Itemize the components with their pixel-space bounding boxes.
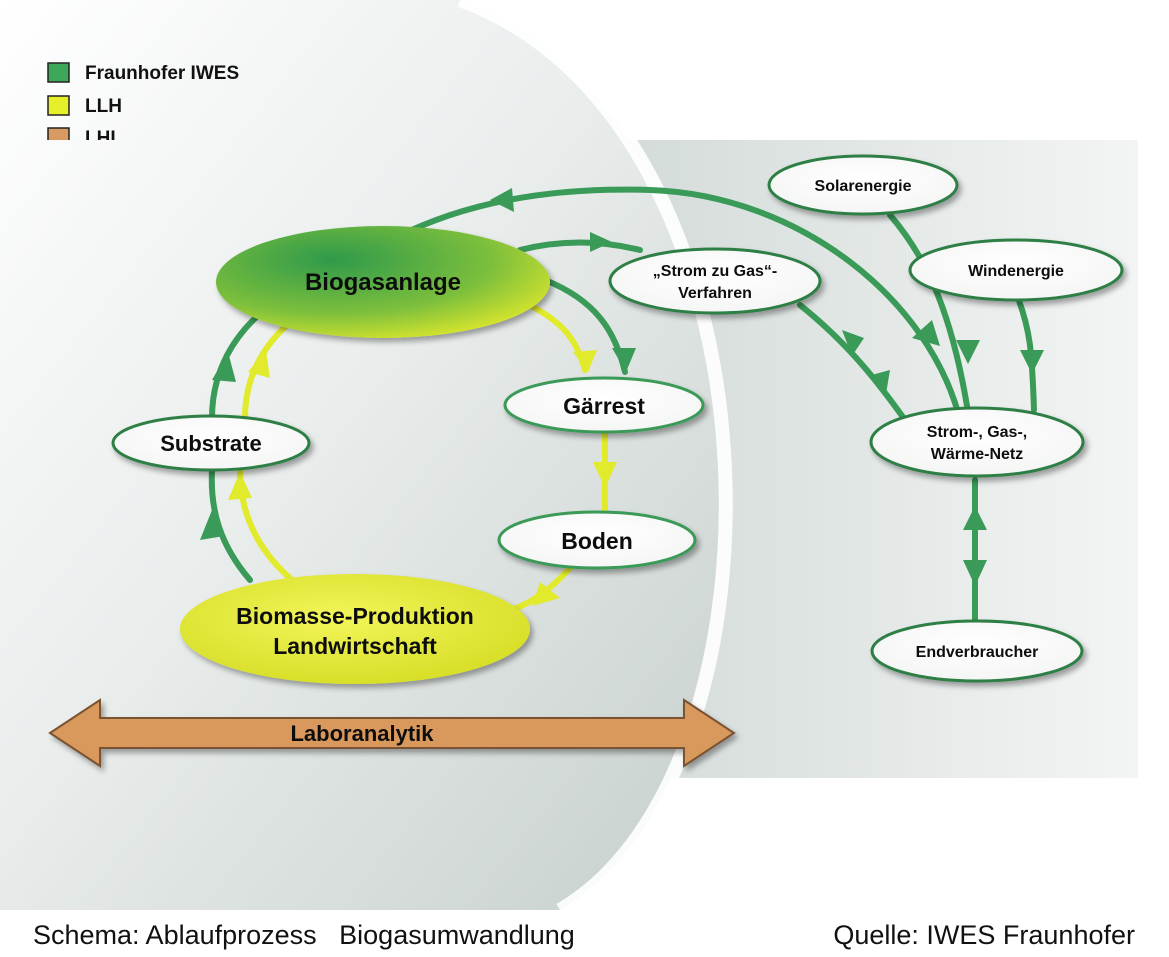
node-biogasanlage: Biogasanlage [216,226,550,338]
biomasse-label-line1: Biomasse-Produktion [236,603,474,629]
node-biomasse-produktion: Biomasse-Produktion Landwirtschaft [180,574,530,684]
legend: Fraunhofer IWES LLH LHL [47,62,239,149]
legend-label-fraunhofer: Fraunhofer IWES [85,63,239,84]
node-netz: Strom-, Gas-, Wärme-Netz [869,406,1085,478]
endverbraucher-label: Endverbraucher [916,644,1039,661]
strom-zu-gas-label-line1: „Strom zu Gas“- [653,263,777,280]
gaerrest-label: Gärrest [563,393,645,419]
left-sphere-background [0,0,726,910]
legend-label-llh: LLH [85,96,122,117]
legend-swatch-lhl [47,127,70,140]
node-gaerrest: Gärrest [503,376,705,434]
node-solarenergie: Solarenergie [767,154,959,216]
node-endverbraucher: Endverbraucher [870,619,1084,683]
legend-swatch-fraunhofer [47,62,70,83]
substrate-label: Substrate [160,431,261,456]
windenergie-label: Windenergie [968,263,1064,280]
node-boden: Boden [497,510,697,570]
energy-arrows [392,186,1044,623]
legend-swatch-llh [47,95,70,116]
sphere-rim [457,0,733,917]
netz-label-line2: Wärme-Netz [931,446,1023,463]
caption-left: Schema: Ablaufprozess Biogasumwandlung [33,920,575,950]
solarenergie-label: Solarenergie [815,178,912,195]
node-strom-zu-gas: „Strom zu Gas“- Verfahren [608,247,822,315]
strom-zu-gas-label-line2: Verfahren [678,285,752,302]
laboranalytik-label: Laboranalytik [290,721,434,746]
biogasanlage-label: Biogasanlage [305,269,461,296]
biomasse-label-line2: Landwirtschaft [273,633,437,659]
netz-label-line1: Strom-, Gas-, [927,424,1027,441]
caption-right: Quelle: IWES Fraunhofer [833,920,1135,950]
laboranalytik-arrow: Laboranalytik [48,698,736,768]
node-substrate: Substrate [111,414,311,472]
boden-label: Boden [561,528,633,554]
legend-label-lhl: LHL [85,128,122,149]
node-windenergie: Windenergie [908,238,1124,302]
